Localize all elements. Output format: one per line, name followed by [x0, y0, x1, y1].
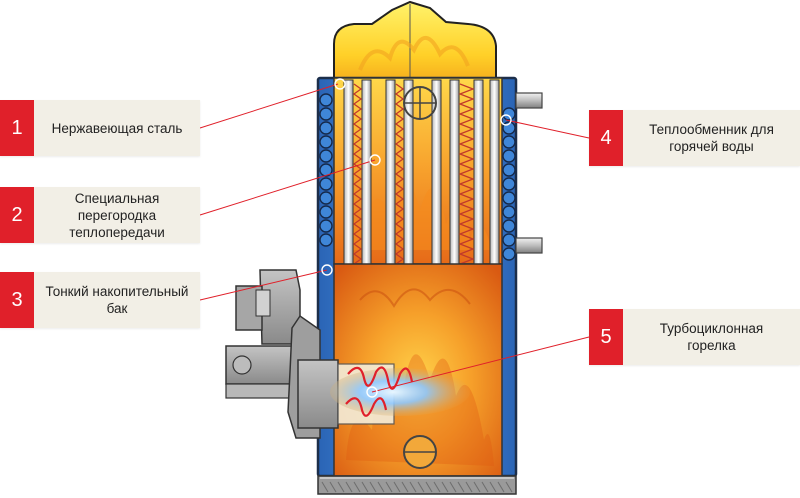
baffle-zigzag	[394, 83, 405, 265]
lower-inspection-port	[403, 435, 437, 469]
coil-ring	[502, 149, 516, 163]
callout-number: 2	[0, 187, 34, 243]
callout-stainless-steel: 1 Нержавеющая сталь	[0, 100, 200, 156]
callout-label: Турбоциклонная горелка	[659, 321, 764, 353]
callout-hot-water-heat-exchanger: 4 Теплообменник для горячей воды	[589, 110, 800, 166]
flue-tube	[431, 79, 442, 269]
hot-water-pipes	[515, 92, 543, 254]
callout-number: 5	[589, 309, 623, 365]
coil-ring	[502, 177, 516, 191]
coil-ring	[502, 163, 516, 177]
base-hatch	[321, 481, 329, 493]
base-hatch	[481, 481, 489, 493]
anchor-5	[366, 386, 378, 398]
callout-label: Тонкий накопительный бак	[45, 284, 189, 316]
anchor-4	[500, 114, 512, 126]
coil-ring	[319, 121, 333, 135]
coil-ring	[502, 219, 516, 233]
base-hatch	[361, 481, 369, 493]
base-hatch	[369, 481, 377, 493]
callout-label: Теплообменник для горячей воды	[649, 122, 774, 154]
base-hatch	[433, 481, 441, 493]
base-hatch	[401, 481, 409, 493]
base-hatch	[425, 481, 433, 493]
coil-ring	[319, 177, 333, 191]
baffle-zigzag	[352, 83, 363, 265]
base-hatch	[385, 481, 393, 493]
base-hatch	[409, 481, 417, 493]
coil-ring	[502, 135, 516, 149]
callout-heat-transfer-baffle: 2 Специальная перегородка теплопередачи	[0, 187, 200, 243]
flue-tube	[473, 79, 484, 269]
base-hatch	[457, 481, 465, 493]
base-hatch	[505, 481, 513, 493]
coil-ring	[502, 107, 516, 121]
coil-heat-exchanger-right	[502, 107, 516, 261]
base-hatch	[441, 481, 449, 493]
leader-lines	[199, 83, 590, 393]
callout-number: 4	[589, 110, 623, 166]
base-hatch	[345, 481, 353, 493]
base-hatch	[417, 481, 425, 493]
coil-ring	[319, 93, 333, 107]
leader-line-5	[371, 336, 590, 393]
callout-thin-storage-tank: 3 Тонкий накопительный бак	[0, 272, 200, 328]
coil-ring	[319, 107, 333, 121]
base-plate	[317, 475, 517, 495]
leader-anchors	[321, 78, 512, 398]
burner-flame	[330, 366, 470, 417]
baffle-zigzag	[458, 83, 475, 265]
callout-turbo-cyclone-burner: 5 Турбоциклонная горелка	[589, 309, 800, 365]
coil-heat-exchanger-left	[319, 93, 333, 247]
coil-ring	[502, 247, 516, 261]
coil-ring	[319, 191, 333, 205]
callout-number: 1	[0, 100, 34, 156]
base-hatch	[377, 481, 385, 493]
flue-tube	[343, 79, 354, 269]
flue-tube	[449, 79, 460, 269]
coil-ring	[319, 135, 333, 149]
leader-line-4	[505, 119, 590, 139]
flue-tube	[489, 79, 500, 269]
base-hatch	[337, 481, 345, 493]
anchor-3	[321, 264, 333, 276]
base-hatch	[393, 481, 401, 493]
leader-line-3	[199, 269, 328, 301]
coil-ring	[319, 163, 333, 177]
base-hatch	[489, 481, 497, 493]
flue-tube	[361, 79, 372, 269]
coil-ring	[319, 149, 333, 163]
top-flame-dome	[333, 0, 497, 79]
base-hatch	[353, 481, 361, 493]
anchor-1	[334, 78, 346, 90]
coil-ring	[502, 233, 516, 247]
upper-inspection-port	[403, 86, 437, 120]
flue-tubes	[343, 79, 500, 269]
base-hatch	[449, 481, 457, 493]
coil-ring	[319, 233, 333, 247]
base-hatch	[329, 481, 337, 493]
callout-number: 3	[0, 272, 34, 328]
coil-ring	[502, 191, 516, 205]
flue-tube	[385, 79, 396, 269]
coil-ring	[319, 205, 333, 219]
callout-label: Нержавеющая сталь	[51, 120, 183, 136]
callout-label: Специальная перегородка теплопередачи	[69, 190, 165, 240]
anchor-2	[369, 154, 381, 166]
leader-line-2	[199, 159, 376, 216]
leader-line-1	[199, 83, 339, 129]
coil-ring	[502, 205, 516, 219]
coil-ring	[319, 219, 333, 233]
base-hatch	[497, 481, 505, 493]
base-hatch	[473, 481, 481, 493]
base-hatch	[465, 481, 473, 493]
